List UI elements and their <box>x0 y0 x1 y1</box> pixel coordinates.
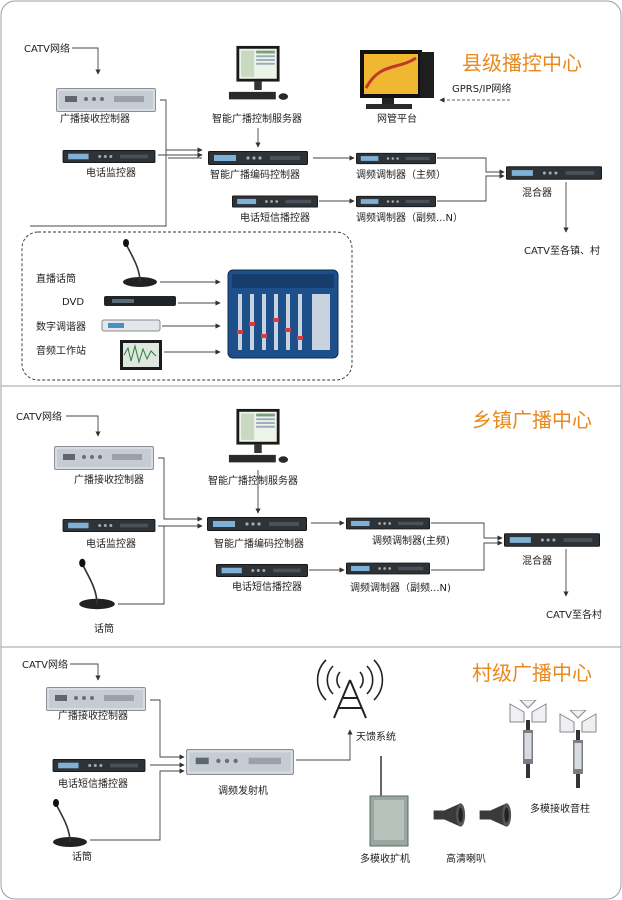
town-phone-monitor-label: 电话监控器 <box>86 537 136 550</box>
county-fm-modulator-main-label: 调频调制器（主频） <box>356 168 446 181</box>
county-audio-sources-box <box>21 231 353 381</box>
town-sms-controller-label: 电话短信播控器 <box>232 580 302 593</box>
county-gprs-ip-label: GPRS/IP网络 <box>452 82 511 95</box>
antenna-tower-icon <box>316 659 384 719</box>
sound-column-icon-2 <box>559 710 597 789</box>
county-audio-workstation-icon <box>120 340 162 370</box>
town-section: 乡镇广播中心 CATV网络 广播接收控制器 电话监控器 话筒 智能广播控制服务器… <box>16 408 602 635</box>
village-hd-horn-label: 高清喇叭 <box>446 852 486 865</box>
village-title: 村级广播中心 <box>472 661 592 685</box>
county-catv-network-label: CATV网络 <box>24 42 70 55</box>
village-antenna-label: 天馈系统 <box>356 730 396 743</box>
county-phone-monitor <box>62 150 156 163</box>
county-mixer <box>506 166 602 180</box>
town-catv-network-label: CATV网络 <box>16 410 62 423</box>
receiver-amp-icon <box>369 756 409 847</box>
county-dvd-label: DVD <box>62 297 84 308</box>
village-fm-transmitter-label: 调频发射机 <box>218 784 268 797</box>
county-network-platform-icon <box>360 50 434 109</box>
town-fm-modulator-sub-label: 调频调制器（副频...N) <box>350 581 451 594</box>
county-dvd-icon <box>104 296 176 306</box>
town-title: 乡镇广播中心 <box>472 408 592 432</box>
village-microphone-icon <box>52 798 88 848</box>
county-control-server-label: 智能广播控制服务器 <box>212 112 302 125</box>
county-audio-workstation-label: 音频工作站 <box>36 344 86 357</box>
county-mixing-console-icon <box>227 269 339 359</box>
county-sms-controller-label: 电话短信播控器 <box>240 211 310 224</box>
county-digital-tuner-label: 数字调谐器 <box>36 320 86 333</box>
county-output-label: CATV至各镇、村 <box>524 244 600 257</box>
county-encoder-controller-label: 智能广播编码控制器 <box>210 168 300 181</box>
town-phone-monitor <box>62 519 156 532</box>
town-sms-controller <box>216 564 308 577</box>
town-encoder-controller <box>206 517 308 531</box>
village-section: 村级广播中心 CATV网络 广播接收控制器 电话短信播控器 话筒 调频发射机 天… <box>22 658 597 865</box>
town-mixer-label: 混合器 <box>522 554 552 567</box>
hd-horn-icon-1 <box>433 803 466 827</box>
village-fm-transmitter <box>186 749 294 775</box>
county-mixer-label: 混合器 <box>522 186 552 199</box>
village-broadcast-receiver <box>45 687 147 711</box>
town-broadcast-receiver-label: 广播接收控制器 <box>74 473 144 486</box>
town-control-server-label: 智能广播控制服务器 <box>208 474 298 487</box>
town-microphone-label: 话筒 <box>94 622 114 635</box>
county-digital-tuner-icon <box>101 319 161 332</box>
county-live-mic-icon <box>122 238 158 288</box>
village-sound-column-label: 多模接收音柱 <box>530 802 590 815</box>
town-encoder-controller-label: 智能广播编码控制器 <box>214 537 304 550</box>
village-broadcast-receiver-label: 广播接收控制器 <box>58 709 128 722</box>
county-live-mic-label: 直播话筒 <box>36 272 76 285</box>
town-broadcast-receiver <box>53 446 155 470</box>
town-control-server <box>228 408 288 463</box>
county-sms-controller <box>232 195 318 208</box>
village-sms-controller-label: 电话短信播控器 <box>58 777 128 790</box>
county-fm-modulator-main <box>356 152 436 165</box>
town-fm-modulator-main <box>346 517 430 530</box>
county-fm-modulator-sub <box>356 195 436 208</box>
county-network-platform-label: 网管平台 <box>377 112 417 125</box>
village-catv-network-label: CATV网络 <box>22 658 68 671</box>
county-phone-monitor-label: 电话监控器 <box>86 166 136 179</box>
town-fm-modulator-main-label: 调频调制器(主频) <box>372 534 450 547</box>
town-microphone-icon <box>78 557 116 611</box>
town-output-label: CATV至各村 <box>546 608 602 621</box>
village-receiver-amp-label: 多模收扩机 <box>360 852 410 865</box>
town-mixer <box>504 533 600 547</box>
county-control-server <box>228 45 288 100</box>
hd-horn-icon-2 <box>479 803 512 827</box>
county-fm-modulator-sub-label: 调频调制器（副频...N） <box>356 211 463 224</box>
county-encoder-controller <box>207 151 309 165</box>
county-broadcast-receiver-label: 广播接收控制器 <box>60 112 130 125</box>
village-microphone-label: 话筒 <box>72 850 92 863</box>
sound-column-icon-1 <box>509 700 547 779</box>
village-sms-controller <box>52 759 146 772</box>
county-section: 县级播控中心 CATV网络 广播接收控制器 电话监控器 智能广播控制服务器 网管… <box>21 42 602 381</box>
town-fm-modulator-sub <box>346 562 430 575</box>
county-broadcast-receiver <box>55 88 157 112</box>
county-title: 县级播控中心 <box>462 51 582 75</box>
